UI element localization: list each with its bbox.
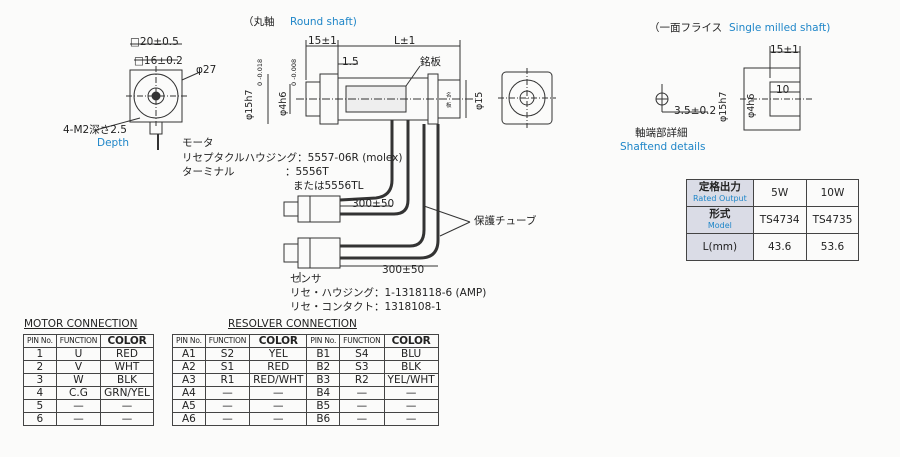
length-5w: 43.6 — [752, 233, 807, 261]
motor-col-color: COLOR — [100, 334, 154, 348]
sensor-housing-label: リセ・ハウジング：1-1318118-6 (AMP) — [290, 287, 487, 299]
milled-shaft-en: Single milled shaft) — [729, 22, 831, 34]
length-header: L(mm) — [686, 233, 754, 261]
resolver-col-color-b: COLOR — [383, 334, 439, 348]
motor-cable — [339, 120, 394, 202]
dim-3-5: 3.5±0.2 — [674, 105, 717, 117]
shaftend-en: Shaftend details — [620, 141, 706, 153]
model-ts4734: TS4734 — [752, 206, 807, 234]
nameplate-label: 銘板 — [420, 56, 441, 68]
tap-depth-jp: 4-M2深さ2.5 — [63, 124, 127, 136]
shaftend-jp: 軸端部詳細 — [635, 127, 688, 139]
dim-phi15h7-milled: φ15h7 — [718, 91, 729, 122]
nameplate-jp-2: 板 — [446, 103, 452, 109]
output-10w: 10W — [805, 179, 860, 207]
terminal-label: ターミナル — [182, 166, 235, 178]
resolver-col-function-b: FUNCTION — [339, 334, 385, 348]
table-row: A5——B5—— — [172, 399, 439, 413]
dim-300-motor: 300±50 — [352, 198, 395, 210]
round-shaft-jp: （丸軸 — [243, 16, 275, 28]
round-shaft-en: Round shaft) — [290, 16, 357, 28]
dim-flange-20: □20±0.5 — [130, 36, 179, 48]
dim-L: L±1 — [394, 35, 416, 47]
output-5w: 5W — [752, 179, 807, 207]
dim-phi27: φ27 — [196, 64, 217, 76]
resolver-col-color-a: COLOR — [249, 334, 308, 348]
sensor-connector — [297, 237, 341, 269]
dim-phi15: φ15 — [474, 91, 485, 110]
resolver-col-pin-b: PIN No. — [306, 334, 341, 348]
dim-phi15h7-tol: 0 -0.018 — [256, 58, 264, 86]
nameplate-jp-1: 名 — [446, 93, 452, 99]
sensor-cable — [340, 124, 440, 260]
dim-phi15h7: φ15h7 — [244, 89, 255, 120]
dim-10: 10 — [776, 84, 790, 96]
resolver-connection-title: RESOLVER CONNECTION — [228, 318, 357, 330]
receptacle-housing-label: リセプタクルハウジング：5557-06R (molex) — [182, 152, 403, 164]
motor-col-pin: PIN No. — [23, 334, 57, 348]
dim-15-right: 15±1 — [770, 44, 799, 56]
motor-connector — [297, 195, 341, 223]
model-ts4735: TS4735 — [805, 206, 860, 234]
tap-depth-en: Depth — [97, 137, 129, 149]
length-10w: 53.6 — [805, 233, 860, 261]
motor-connection-title: MOTOR CONNECTION — [24, 318, 138, 330]
sensor-contact-label: リセ・コンタクト：1318108-1 — [290, 301, 442, 313]
dim-1-5: 1.5 — [342, 56, 359, 68]
dim-15-left: 15±1 — [308, 35, 337, 47]
resolver-col-pin-a: PIN No. — [172, 334, 206, 348]
table-row: A4——B4—— — [172, 386, 439, 400]
dim-300-sensor: 300±50 — [382, 264, 425, 276]
terminal-alt: または5556TL — [293, 180, 364, 192]
dim-flange-16: □16±0.2 — [134, 55, 183, 67]
sensor-label: センサ — [290, 273, 322, 285]
resolver-col-function-a: FUNCTION — [204, 334, 251, 348]
resolver-connection-table: PIN No. FUNCTION COLOR PIN No. FUNCTION … — [172, 334, 439, 426]
dim-phi4h6-tol: 0 -0.008 — [290, 58, 298, 86]
table-row: 6—— — [23, 412, 154, 426]
table-row: 5—— — [23, 399, 154, 413]
motor-col-function: FUNCTION — [55, 334, 102, 348]
dim-phi4h6: φ4h6 — [278, 91, 289, 116]
table-row: A6——B6—— — [172, 412, 439, 426]
motor-label: モータ — [182, 137, 214, 149]
terminal-value: ：5556T — [285, 166, 329, 178]
dim-phi4h6-milled: φ4h6 — [746, 93, 757, 118]
milled-shaft-jp: （一面フライス — [649, 22, 723, 34]
protective-tube-label: 保護チューブ — [474, 215, 537, 227]
